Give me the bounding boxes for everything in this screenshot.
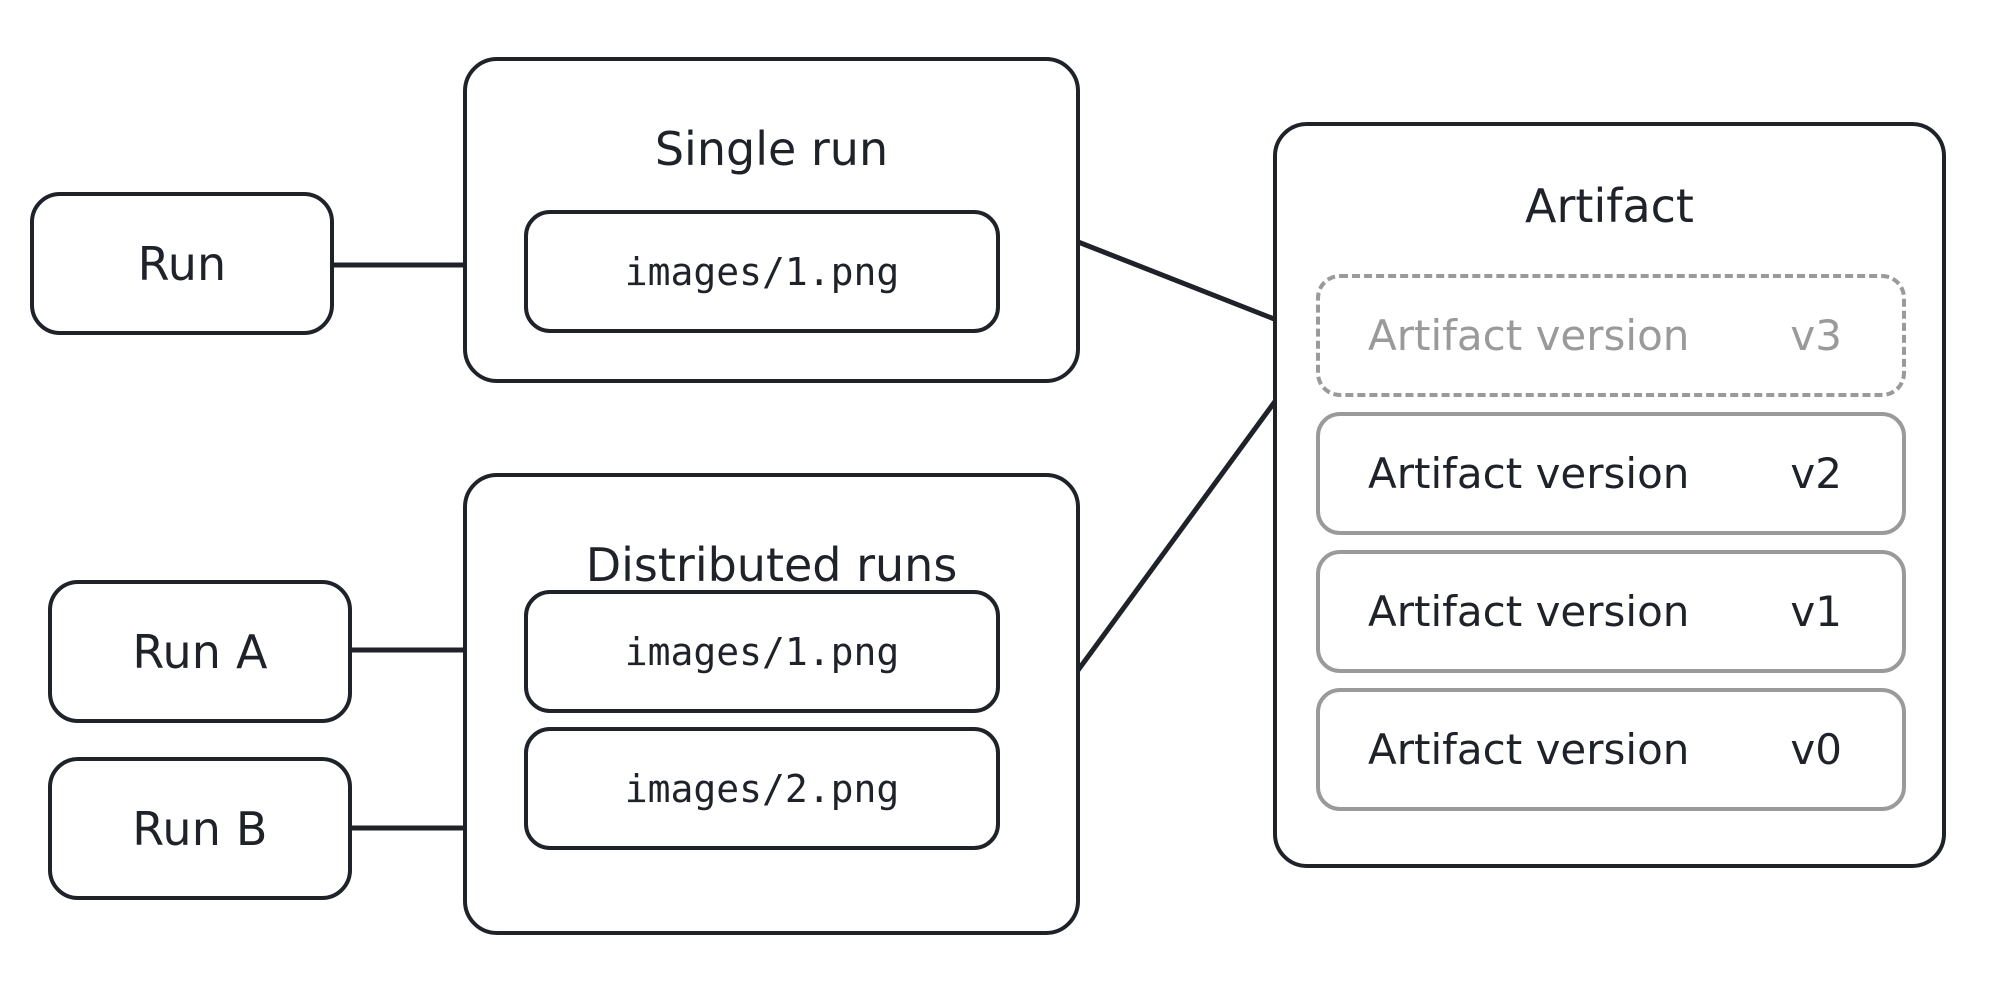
file-box-single-run-image-1[interactable]: images/1.png <box>524 210 1000 333</box>
node-run-b[interactable]: Run B <box>48 757 352 900</box>
node-run[interactable]: Run <box>30 192 334 335</box>
artifact-panel-title: Artifact <box>1525 179 1694 233</box>
node-run-label: Run <box>137 236 227 291</box>
artifact-version-row-v1[interactable]: Artifact version v1 <box>1316 550 1906 673</box>
file-box-distributed-image-1[interactable]: images/1.png <box>524 590 1000 713</box>
artifact-version-row-v3[interactable]: Artifact version v3 <box>1316 274 1906 397</box>
node-run-b-label: Run B <box>132 801 268 856</box>
file-box-distributed-image-2[interactable]: images/2.png <box>524 727 1000 850</box>
artifact-version-row-v3-label: Artifact version <box>1368 310 1690 360</box>
artifact-version-row-v2-tag: v2 <box>1790 448 1842 498</box>
file-box-single-run-image-1-label: images/1.png <box>624 249 900 294</box>
group-single-run-title: Single run <box>654 122 889 176</box>
artifact-version-row-v2-label: Artifact version <box>1368 448 1690 498</box>
artifact-version-row-v0-label: Artifact version <box>1368 724 1690 774</box>
artifact-version-row-v0-tag: v0 <box>1790 724 1842 774</box>
file-box-distributed-image-2-label: images/2.png <box>624 766 900 811</box>
artifact-version-row-v2[interactable]: Artifact version v2 <box>1316 412 1906 535</box>
artifact-version-row-v1-label: Artifact version <box>1368 586 1690 636</box>
node-run-a[interactable]: Run A <box>48 580 352 723</box>
group-distributed-runs-title: Distributed runs <box>585 538 958 592</box>
artifact-version-row-v1-tag: v1 <box>1790 586 1842 636</box>
file-box-distributed-image-1-label: images/1.png <box>624 629 900 674</box>
artifact-version-row-v3-tag: v3 <box>1790 310 1842 360</box>
node-run-a-label: Run A <box>132 624 268 679</box>
artifact-version-row-v0[interactable]: Artifact version v0 <box>1316 688 1906 811</box>
